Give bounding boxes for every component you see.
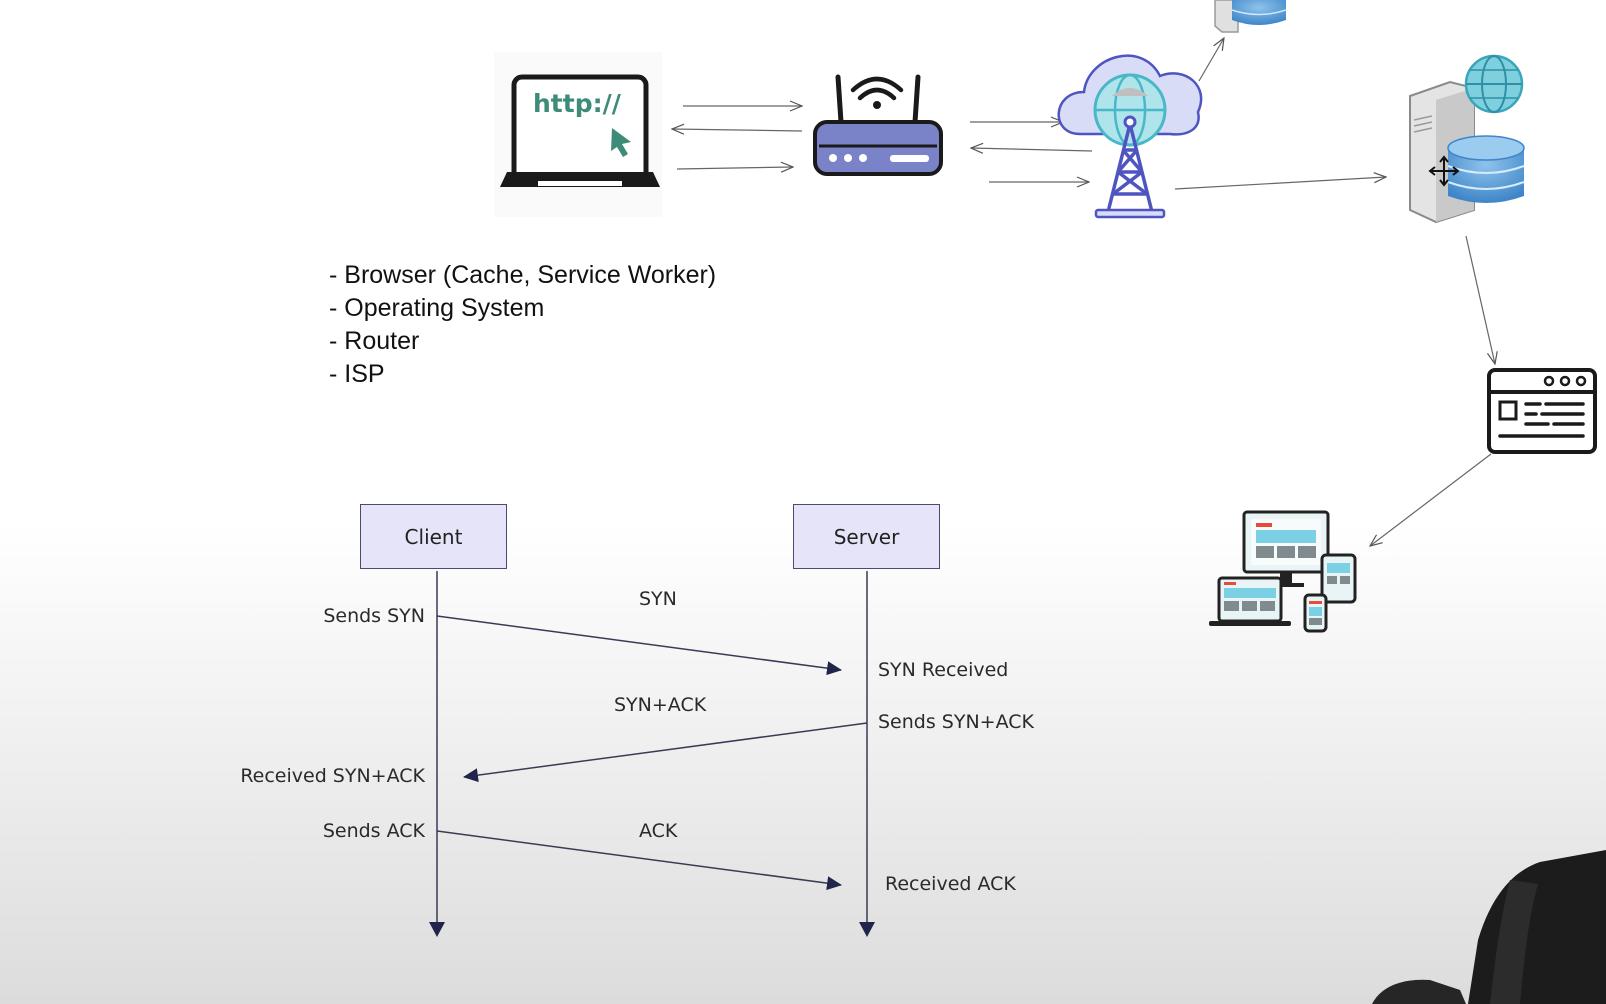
note-item: - Router [329, 327, 420, 355]
server-box: Server [793, 504, 940, 569]
syn-arrow [436, 615, 842, 676]
small-server-icon [1214, 0, 1287, 33]
syn-label: SYN [639, 588, 677, 610]
note-item: - Operating System [329, 294, 545, 322]
server-to-page-arrow [1465, 235, 1495, 364]
syn-ack-label: SYN+ACK [614, 694, 707, 716]
server-sends-syn-ack: Sends SYN+ACK [878, 711, 1034, 733]
db-server-icon [1409, 54, 1525, 224]
client-lifeline-end [429, 922, 445, 937]
web-page-icon [1487, 368, 1597, 454]
lifelines [436, 571, 868, 922]
router-cloud-arrows [970, 122, 1093, 182]
client-sends-syn: Sends SYN [323, 605, 425, 627]
laptop-icon: http:// [494, 52, 662, 217]
server-syn-received: SYN Received [878, 659, 1009, 681]
server-lifeline-end [859, 922, 875, 937]
laptop-url-text: http:// [533, 89, 622, 118]
handshake-arrows [436, 615, 868, 891]
note-item: - ISP [329, 360, 385, 388]
client-box: Client [360, 504, 507, 569]
devices-icon [1209, 510, 1357, 633]
resolution-notes: - Browser (Cache, Service Worker) - Oper… [329, 259, 716, 391]
server-received-ack: Received ACK [885, 873, 1016, 895]
cloud-tower-icon [1057, 54, 1203, 219]
ack-arrow [436, 830, 842, 891]
cloud-server-arrows [1174, 38, 1386, 190]
client-sends-ack: Sends ACK [322, 820, 425, 842]
router-icon [813, 74, 943, 176]
syn-ack-arrow [463, 722, 868, 783]
client-received-syn-ack: Received SYN+ACK [240, 765, 425, 787]
laptop-router-arrows [672, 106, 802, 169]
page-to-devices-arrow [1370, 453, 1492, 546]
cursor-move-icon [1428, 155, 1460, 187]
ack-label: ACK [639, 820, 678, 842]
note-item: - Browser (Cache, Service Worker) [329, 261, 717, 289]
presenter-silhouette [1372, 850, 1606, 1004]
